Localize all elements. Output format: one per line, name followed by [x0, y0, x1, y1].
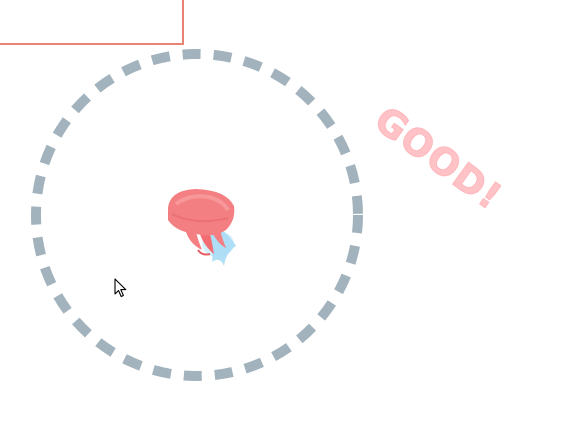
jellyfish-icon[interactable]	[168, 189, 236, 266]
mouse-cursor-icon	[114, 278, 128, 298]
target-ring	[31, 49, 363, 381]
info-panel	[0, 0, 184, 45]
